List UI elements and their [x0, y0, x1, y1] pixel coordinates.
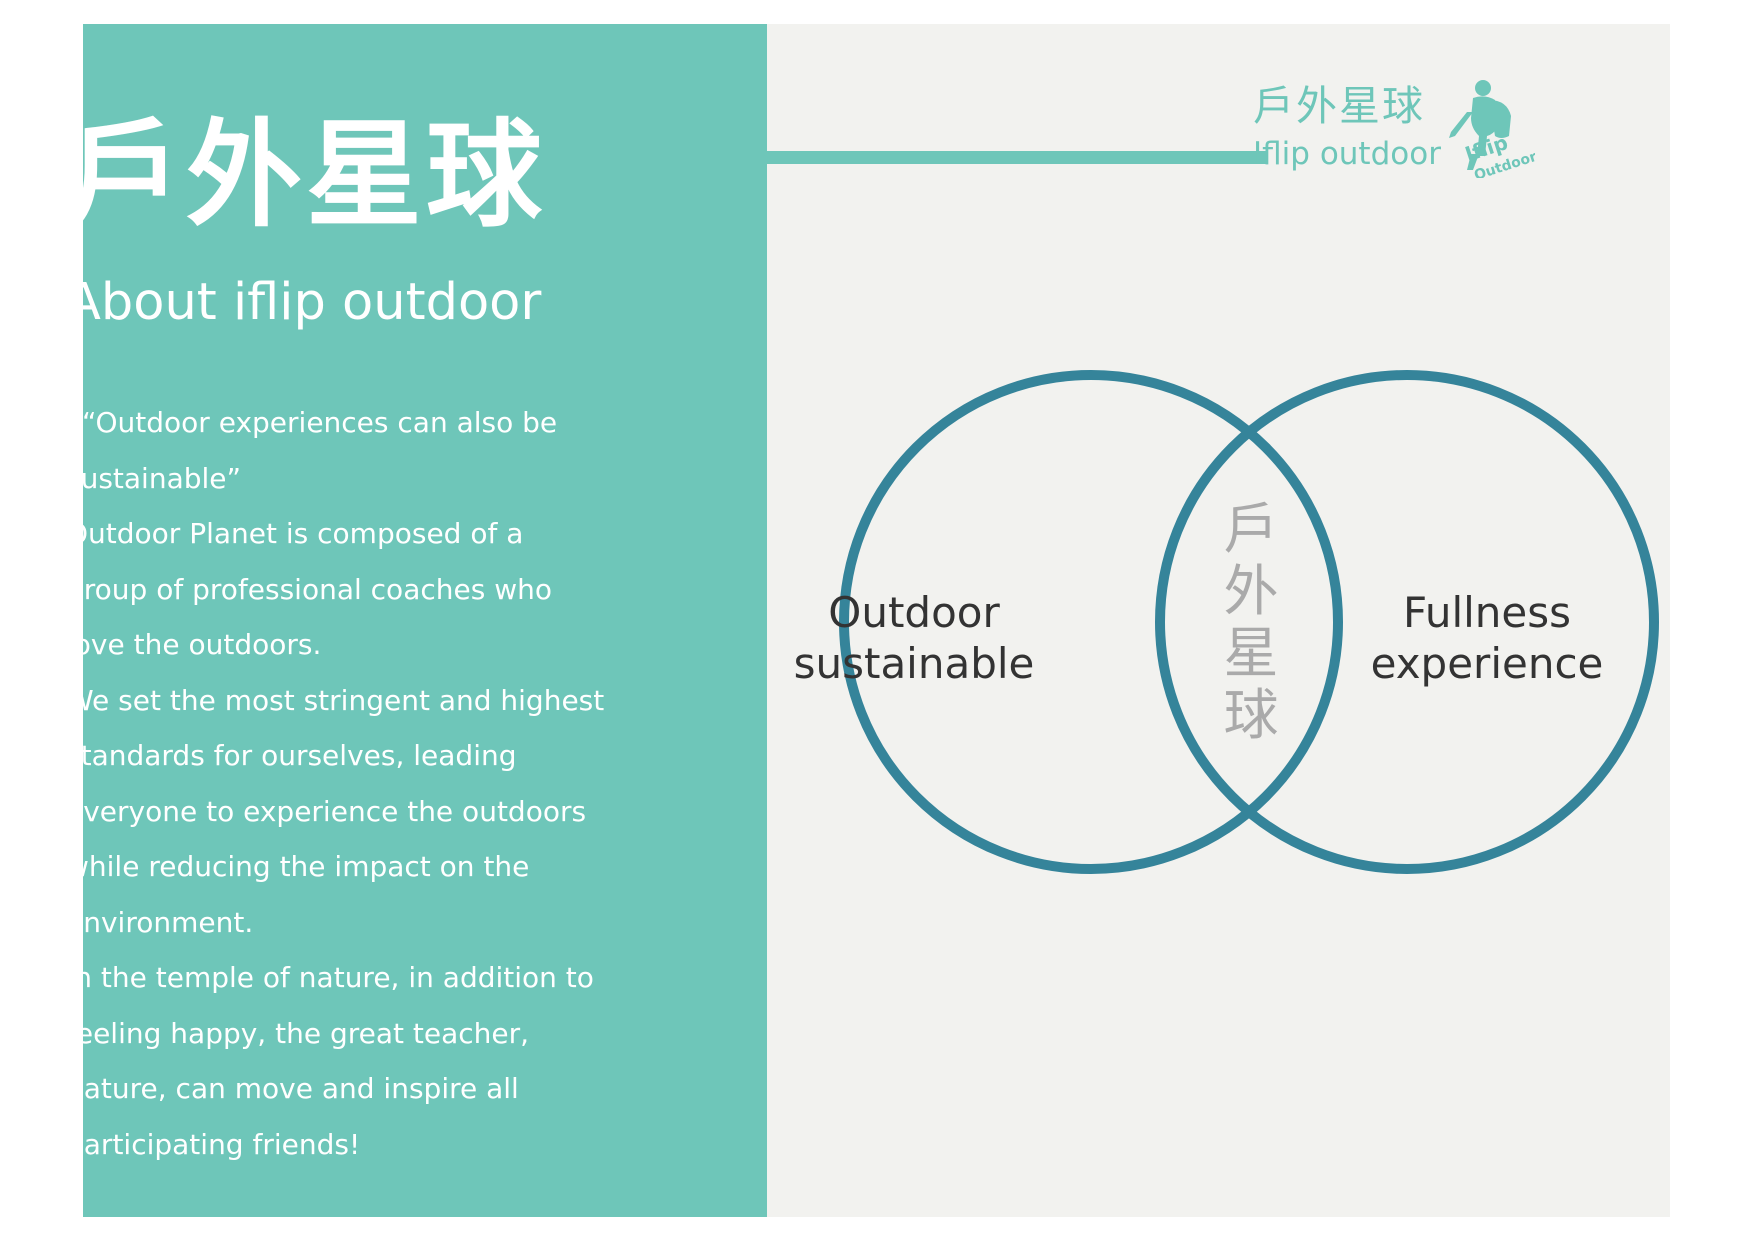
- about-line: group of professional coaches who: [66, 572, 552, 606]
- venn-label-right: Fullness experience: [1327, 587, 1647, 689]
- venn-label-right-line: Fullness: [1402, 588, 1572, 637]
- brand-logo-icon: Iflip Outdoor: [1449, 80, 1535, 178]
- venn-label-right-line: experience: [1370, 639, 1604, 688]
- about-line: everyone to experience the outdoors: [66, 794, 587, 828]
- about-line: sustainable”: [66, 461, 242, 495]
- left-teal-panel: [83, 24, 767, 1217]
- about-line: nature, can move and inspire all: [66, 1072, 519, 1105]
- about-text: “Outdoor experiences can also be sustain…: [66, 395, 666, 1172]
- brand-name-en: Iflip outdoor: [1253, 136, 1441, 172]
- accent-line: [767, 151, 1267, 164]
- about-line: “Outdoor experiences can also be: [82, 406, 558, 439]
- page-title: 戶外星球: [66, 108, 546, 243]
- about-line: We set the most stringent and highest: [66, 683, 605, 717]
- about-line: environment.: [66, 905, 254, 939]
- page-subtitle: About iflip outdoor: [66, 273, 542, 332]
- venn-circle-left: [839, 370, 1343, 874]
- venn-label-left-line: sustainable: [793, 639, 1035, 688]
- about-line: In the temple of nature, in addition to: [66, 961, 594, 994]
- about-line: participating friends!: [66, 1127, 361, 1161]
- venn-overlap-text: 戶外星球: [1223, 497, 1279, 747]
- about-line: Outdoor Planet is composed of a: [66, 517, 524, 550]
- venn-diagram: [839, 370, 1659, 874]
- brand-name-cn: 戶外星球: [1253, 82, 1425, 130]
- about-line: love the outdoors.: [66, 628, 322, 661]
- about-line: feeling happy, the great teacher,: [66, 1016, 530, 1050]
- about-line: while reducing the impact on the: [66, 850, 530, 883]
- venn-label-left: Outdoor sustainable: [754, 587, 1074, 689]
- about-line: standards for ourselves, leading: [66, 739, 517, 772]
- venn-circle-right: [1155, 370, 1659, 874]
- venn-label-left-line: Outdoor: [828, 588, 1000, 637]
- slide-page: [83, 24, 1670, 1217]
